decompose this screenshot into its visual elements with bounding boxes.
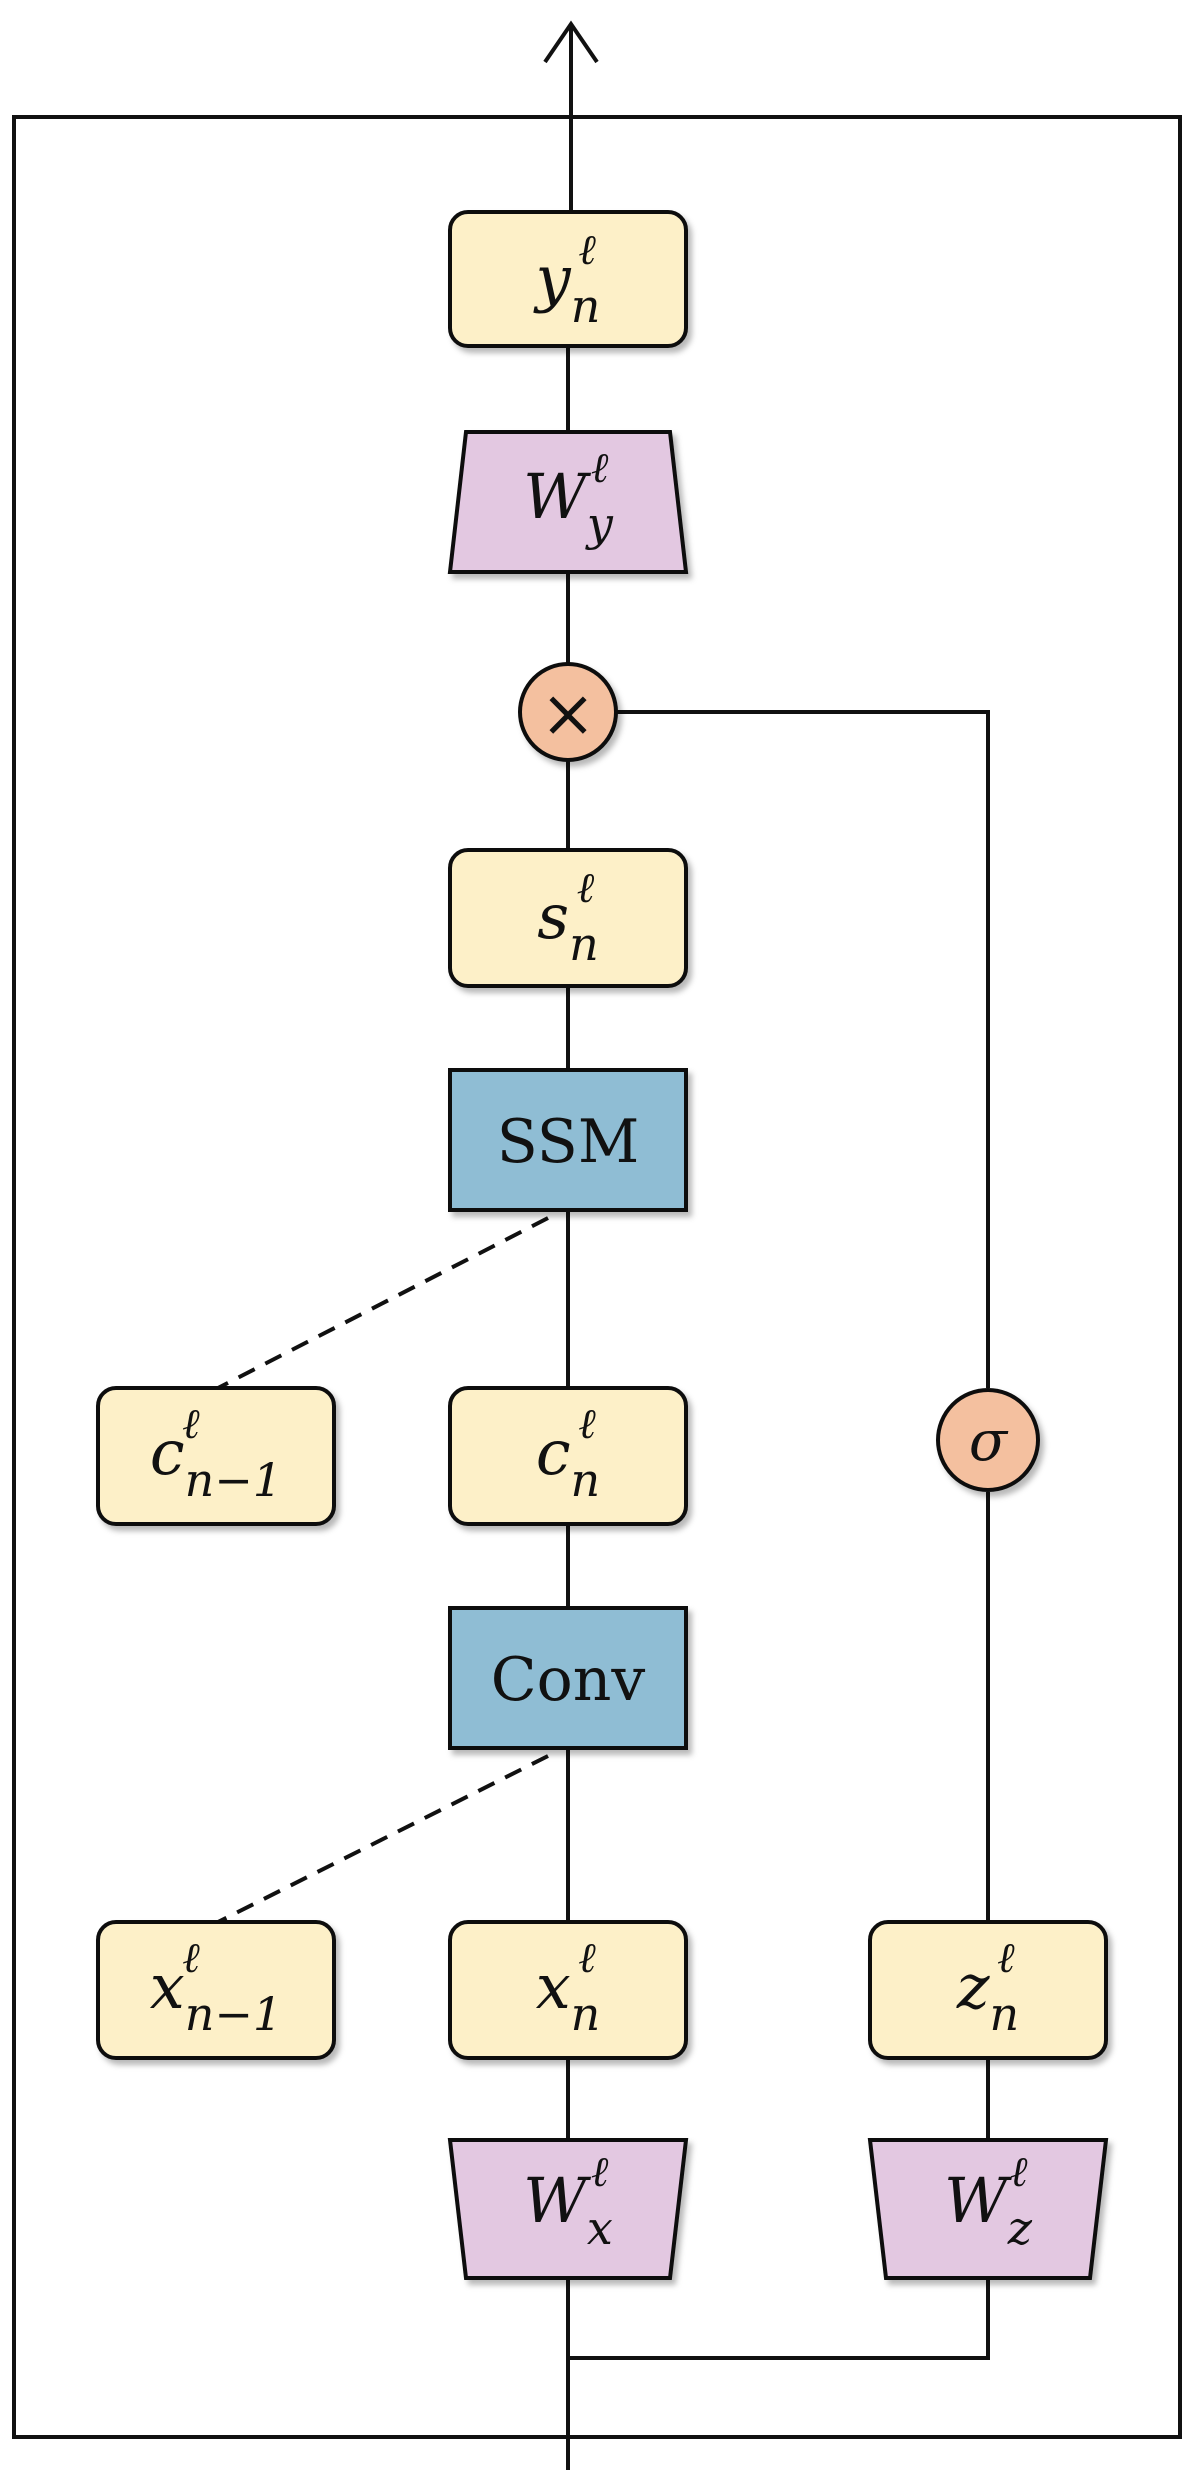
node-y-sup: ℓ [578,225,596,274]
node-c: cnℓ [448,1386,688,1526]
branch-line-z [568,2278,990,2360]
node-s: snℓ [448,848,688,988]
dashed-conv-x-prev [217,1754,549,1924]
node-W-y: Wyℓ [447,430,689,574]
node-x-prev-sup: ℓ [182,1933,200,1982]
ssm-label: SSM [497,1107,640,1177]
node-W-z-sup: ℓ [1010,2147,1028,2196]
node-z-base: z [956,1950,990,2023]
node-W-x-sup: ℓ [591,2147,609,2196]
node-x: xnℓ [448,1920,688,2060]
svg-text:Wxℓ: Wxℓ [523,2147,613,2255]
node-x-base: x [536,1950,571,2023]
svg-text:cn−1ℓ: cn−1 ℓ [150,1399,282,1507]
node-ssm: SSM [448,1068,688,1212]
node-c-prev-sup: ℓ [182,1399,200,1448]
node-W-y-sub: y [585,497,614,551]
node-z: znℓ [868,1920,1108,2060]
node-W-x: Wxℓ [447,2138,689,2280]
node-c-sub: n [571,1453,601,1507]
node-x-sub: n [571,1987,601,2041]
node-s-sub: n [569,917,599,971]
node-c-base: c [536,1416,571,1489]
svg-text:ynℓ: ynℓ [533,225,601,333]
node-W-x-base: W [523,2164,591,2237]
connections [543,20,990,2470]
svg-text:xnℓ: xnℓ [536,1933,601,2041]
node-W-z-sub: z [1007,2201,1033,2255]
dashed-connections [217,1216,549,1924]
multiply-symbol: × [540,675,595,752]
node-c-prev: cn−1 ℓ [96,1386,336,1526]
node-conv: Conv [448,1606,688,1750]
node-y-sub: n [571,279,601,333]
dashed-ssm-c-prev [217,1216,549,1390]
node-W-z-base: W [944,2164,1012,2237]
node-x-sup: ℓ [578,1933,596,1982]
svg-text:snℓ: snℓ [537,863,598,971]
node-W-z: Wzℓ [867,2138,1109,2280]
node-x-prev-base: x [150,1950,185,2023]
node-x-prev-sub: n−1 [185,1987,282,2041]
output-arrow-head [543,20,599,64]
node-x-prev: xn−1 ℓ [96,1920,336,2060]
node-y-base: y [533,242,572,315]
conv-label: Conv [491,1645,646,1715]
node-z-sup: ℓ [997,1933,1015,1982]
node-s-base: s [537,880,569,953]
svg-text:xn−1ℓ: xn−1 ℓ [150,1933,282,2041]
node-z-sub: n [990,1987,1020,2041]
node-c-prev-base: c [150,1416,185,1489]
node-s-sup: ℓ [577,863,595,912]
node-W-y-sup: ℓ [591,443,609,492]
node-sigma: σ [936,1388,1040,1492]
node-c-sup: ℓ [578,1399,596,1448]
edge-sigma-multiply [614,710,990,1388]
node-W-y-base: W [523,460,591,533]
node-W-x-sub: x [587,2201,613,2255]
sigma-symbol: σ [969,1409,1009,1474]
node-multiply: × [518,662,618,762]
node-c-prev-sub: n−1 [185,1453,282,1507]
svg-text:znℓ: znℓ [956,1933,1019,2041]
svg-text:Wzℓ: Wzℓ [944,2147,1033,2255]
svg-text:Wyℓ: Wyℓ [523,443,614,551]
outer-block-frame [12,115,1182,2439]
svg-text:cnℓ: cnℓ [536,1399,600,1507]
node-y: ynℓ [448,210,688,348]
